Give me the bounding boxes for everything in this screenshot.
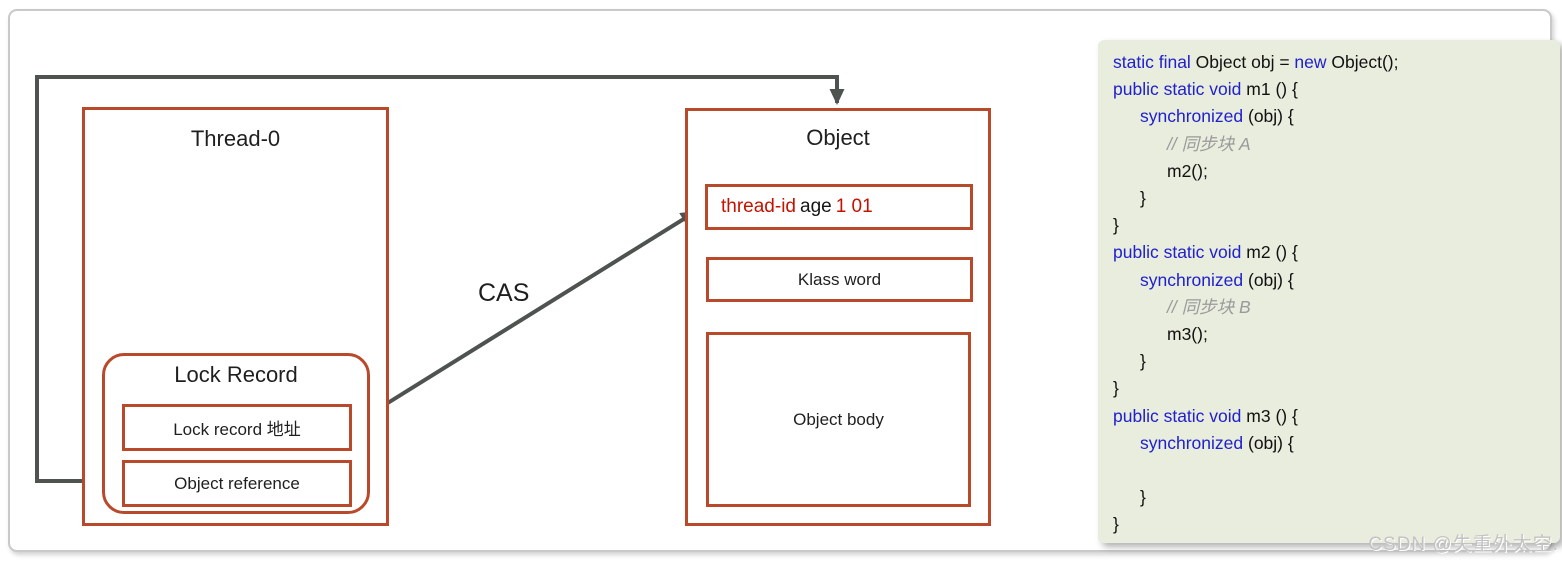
outer-frame: Thread-0 Lock Record Lock record 地址 Obje… (8, 9, 1560, 552)
klass-word-slot: Klass word (706, 257, 973, 302)
klass-word-label: Klass word (797, 269, 882, 289)
mark-word-thread-id: thread-id (721, 196, 796, 217)
mark-word-age: age (800, 196, 832, 217)
code-line: } (1113, 378, 1119, 399)
code-line: synchronized (obj) { (1140, 269, 1294, 290)
object-body-slot: Object body (706, 332, 971, 507)
object-reference-slot: Object reference (122, 460, 352, 507)
lock-record-address-label: Lock record 地址 (173, 420, 301, 439)
cas-arrow (360, 210, 697, 421)
code-line: } (1140, 351, 1146, 372)
lock-record-box: Lock Record Lock record 地址 Object refere… (102, 353, 370, 514)
lock-record-title: Lock Record (174, 362, 298, 387)
code-line: m2(); (1167, 160, 1208, 181)
code-line: } (1113, 514, 1119, 535)
code-line (1113, 457, 1552, 484)
object-reference-label: Object reference (174, 473, 300, 493)
code-line: public static void m3 () { (1113, 405, 1298, 426)
code-panel: static final Object obj = new Object(); p… (1098, 40, 1560, 543)
code-line: // 同步块 B (1167, 296, 1251, 317)
lock-record-address-slot: Lock record 地址 (122, 404, 352, 451)
code-line: m3(); (1167, 324, 1208, 345)
code-line: synchronized (obj) { (1140, 432, 1294, 453)
code-line: } (1140, 487, 1146, 508)
cas-label: CAS (478, 279, 530, 307)
object-box: Object thread-id age 1 01 Klass word Obj… (685, 108, 991, 526)
code-line: synchronized (obj) { (1140, 106, 1294, 127)
object-box-title: Object (806, 125, 870, 150)
thread-box-title: Thread-0 (190, 126, 281, 151)
code-line: public static void m2 () { (1113, 242, 1298, 263)
mark-word-slot: thread-id age 1 01 (705, 184, 973, 230)
code-line: static final Object obj = new Object(); (1113, 52, 1399, 72)
watermark: CSDN @失重外太空. (1368, 534, 1559, 555)
object-body-label: Object body (793, 409, 884, 429)
code-line: } (1113, 215, 1119, 236)
mark-word-bits: 1 01 (835, 196, 873, 217)
code-line: // 同步块 A (1167, 133, 1251, 154)
code-line: } (1140, 188, 1146, 209)
code-line: public static void m1 () { (1113, 79, 1298, 100)
